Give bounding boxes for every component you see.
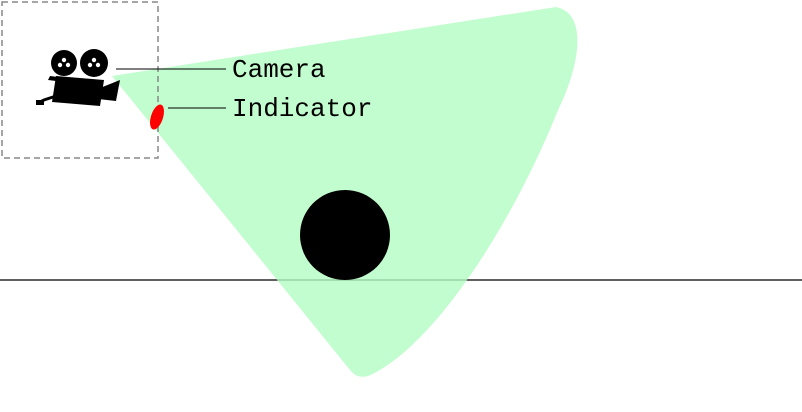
indicator-label: Indicator [232,94,372,124]
indicator-dot [150,104,164,130]
camera-frame [1,1,159,159]
movie-camera-icon [36,49,120,106]
camera-label: Camera [232,55,326,85]
object-ball [300,190,390,280]
